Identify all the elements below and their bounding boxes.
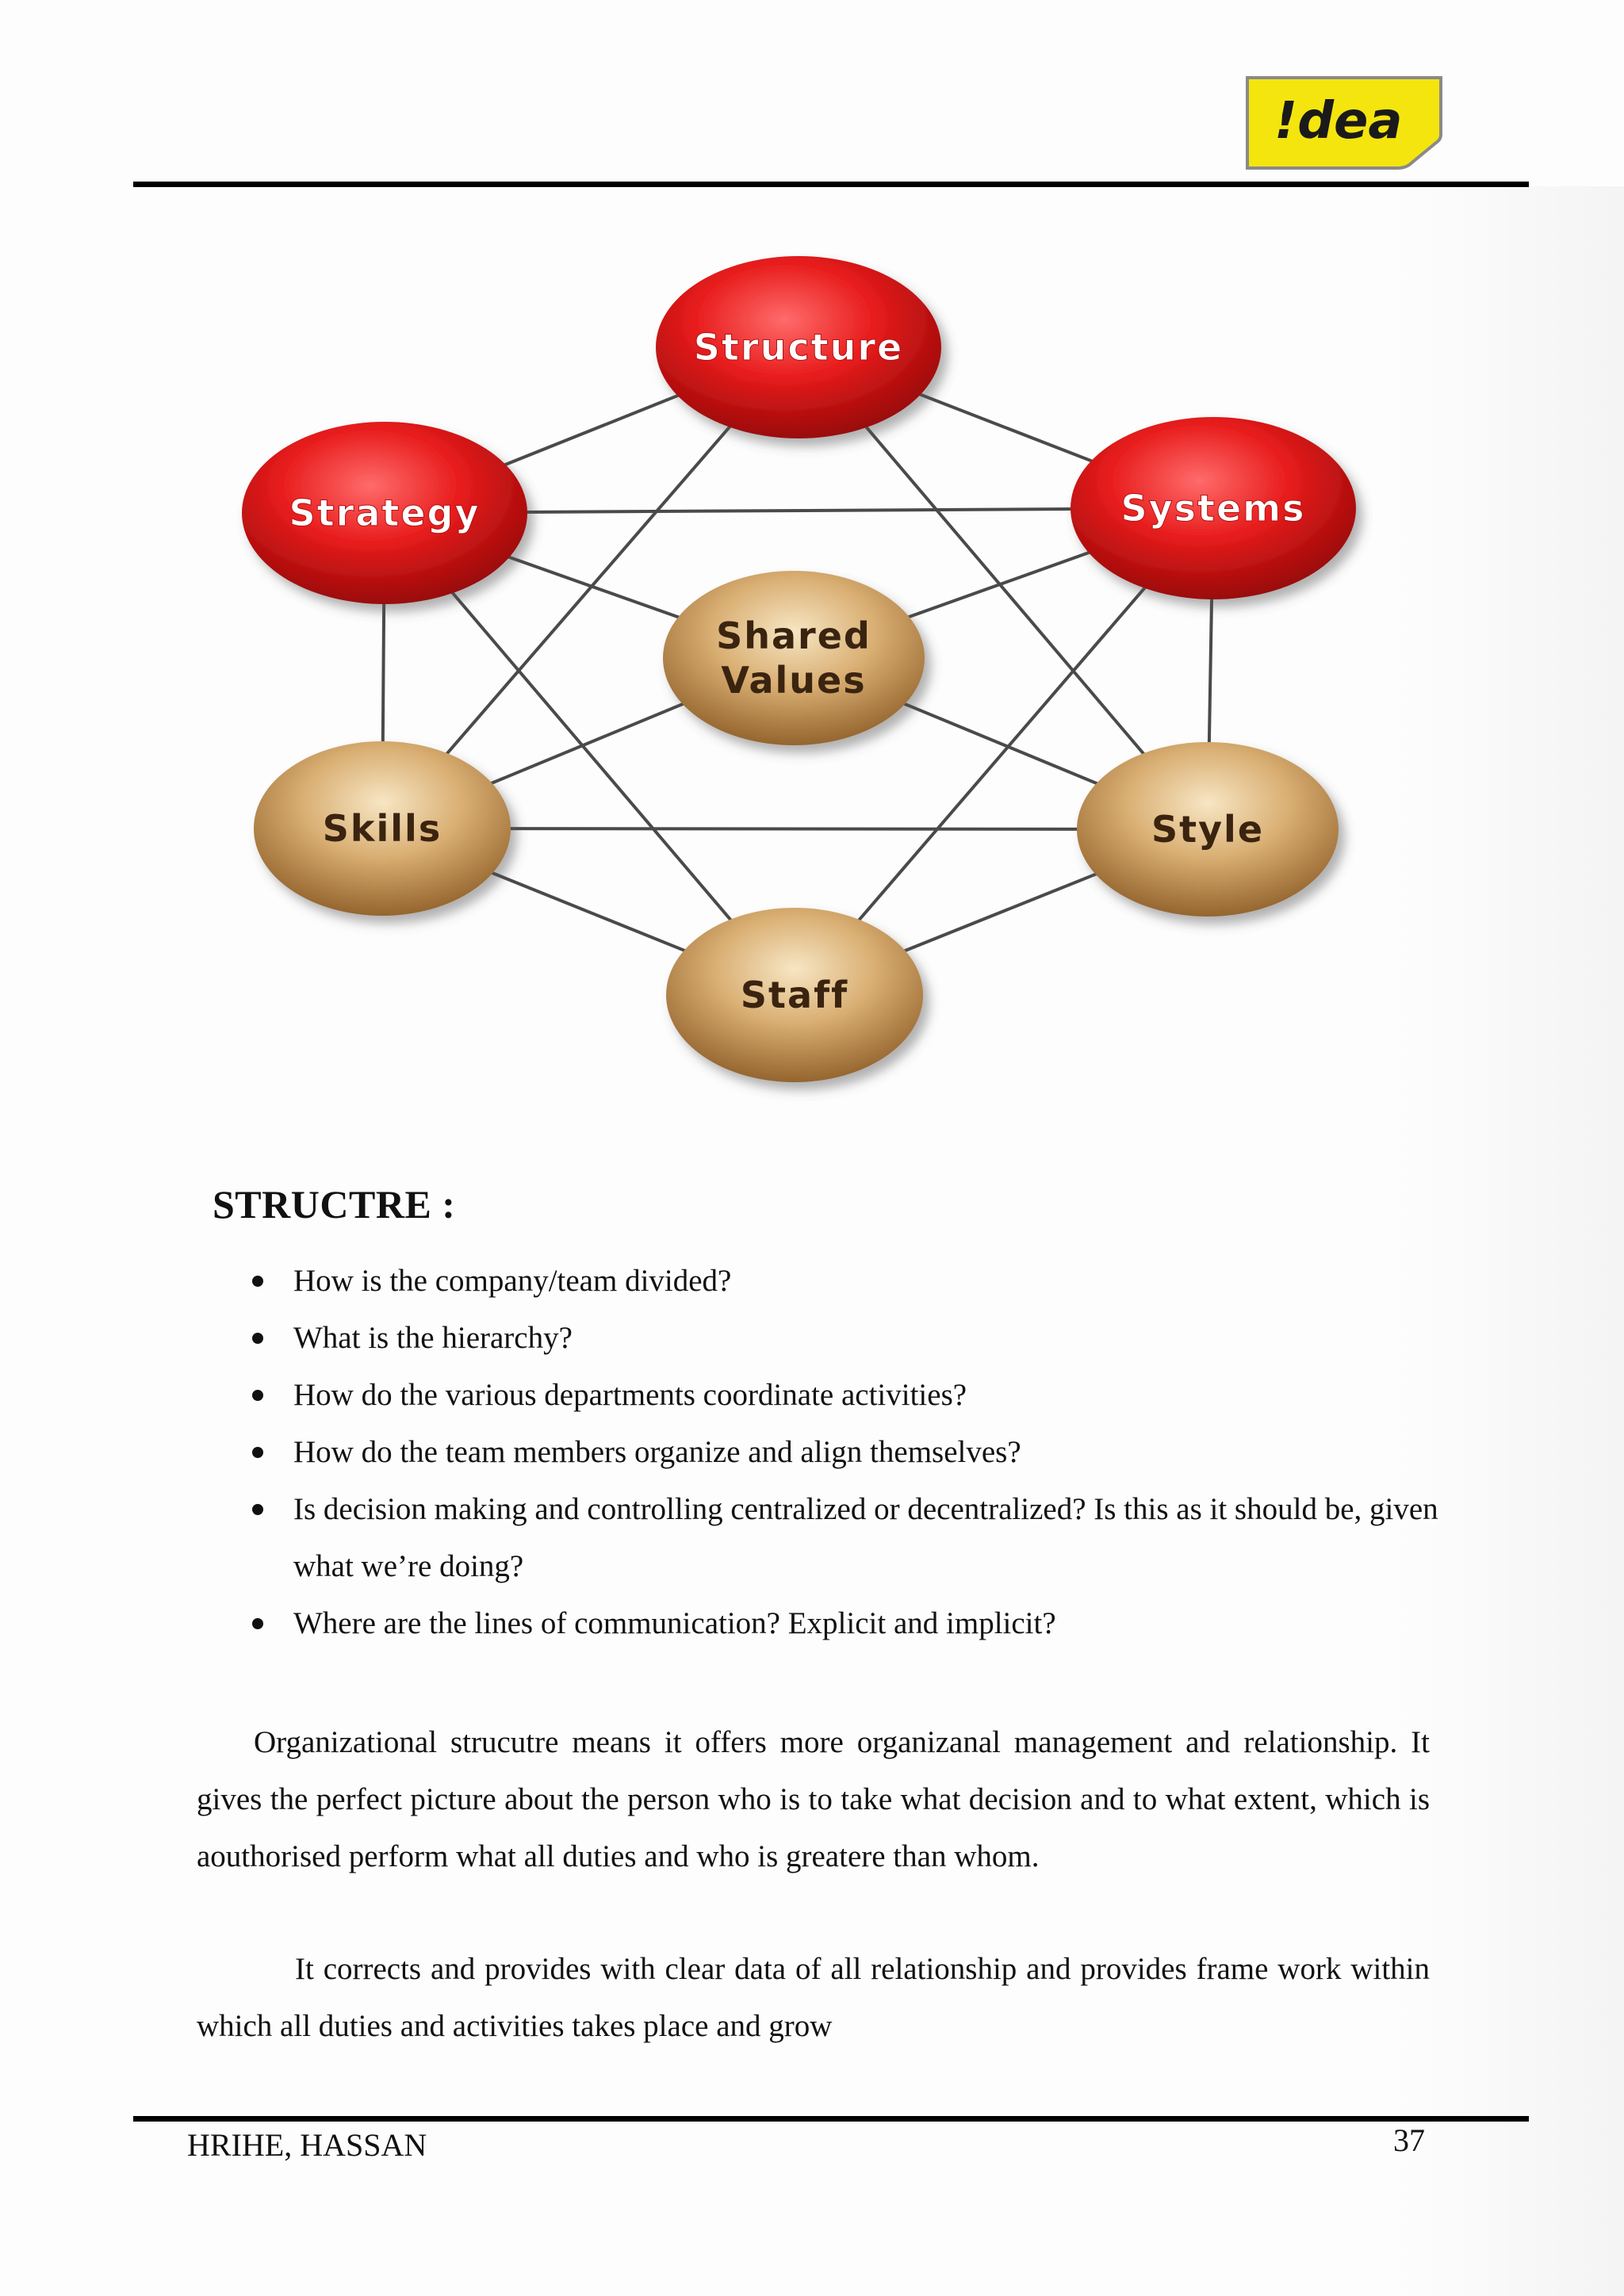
node-label: Staff xyxy=(741,974,848,1016)
page-shadow xyxy=(1396,186,1624,2296)
connector-strategy-staff xyxy=(383,511,796,997)
node-style: Style xyxy=(1077,742,1339,916)
node-circle xyxy=(1071,417,1356,599)
connector-structure-skills xyxy=(381,346,800,830)
connector-structure-style xyxy=(797,346,1209,831)
connector-systems-staff xyxy=(793,507,1215,997)
node-systems: Systems xyxy=(1071,417,1356,599)
node-circle xyxy=(242,422,527,604)
bullet-list: How is the company/team divided? What is… xyxy=(250,1253,1439,1652)
bullet-item: How do the various departments coordinat… xyxy=(250,1367,1439,1424)
bullet-text: How do the team members organize and ali… xyxy=(293,1435,1021,1469)
bullet-dot xyxy=(252,1276,263,1287)
footer-author: HRIHE, HASSAN xyxy=(187,2127,427,2163)
bullet-text: Is decision making and controlling centr… xyxy=(293,1492,1438,1583)
node-circle xyxy=(254,741,511,916)
bullet-dot xyxy=(252,1504,263,1515)
bullet-item: How is the company/team divided? xyxy=(250,1253,1439,1310)
idea-logo: !dea xyxy=(1246,76,1442,170)
node-circle xyxy=(1077,742,1339,916)
logo-badge xyxy=(1246,76,1442,170)
header-rule xyxy=(133,182,1529,187)
bullet-item: What is the hierarchy? xyxy=(250,1310,1439,1367)
connector-skills-style xyxy=(381,827,1208,831)
paragraph-organizational-structure: Organizational strucutre means it offers… xyxy=(197,1725,1430,1873)
node-circle xyxy=(656,256,941,438)
bullet-item: Is decision making and controlling centr… xyxy=(250,1481,1439,1595)
bullet-text: How is the company/team divided? xyxy=(293,1264,732,1298)
node-label: Skills xyxy=(323,807,442,850)
node-structure: Structure xyxy=(656,256,941,438)
bullet-item: How do the team members organize and ali… xyxy=(250,1424,1439,1481)
bullet-dot xyxy=(252,1447,263,1458)
section-heading: STRUCTRE : xyxy=(213,1182,456,1226)
node-staff: Staff xyxy=(666,908,923,1082)
node-skills: Skills xyxy=(254,741,511,916)
node-label: Shared xyxy=(716,614,871,657)
node-label: Structure xyxy=(694,326,903,369)
node-strategy: Strategy xyxy=(242,422,527,604)
paragraph-corrects-relationship: It corrects and provides with clear data… xyxy=(197,1952,1430,2043)
bullet-item: Where are the lines of communication? Ex… xyxy=(250,1595,1439,1652)
node-circle xyxy=(666,908,923,1082)
footer-rule xyxy=(133,2116,1529,2122)
node-label: Strategy xyxy=(289,492,481,534)
bullet-dot xyxy=(252,1618,263,1629)
logo-text: !dea xyxy=(1274,92,1403,151)
page-number: 37 xyxy=(1393,2122,1425,2158)
bullet-text: How do the various departments coordinat… xyxy=(293,1378,967,1412)
bullet-dot xyxy=(252,1333,263,1344)
node-label: Systems xyxy=(1121,487,1306,530)
node-label: Values xyxy=(721,659,866,702)
bullet-text: What is the hierarchy? xyxy=(293,1321,573,1355)
bullet-text: Where are the lines of communication? Ex… xyxy=(293,1606,1056,1640)
bullet-dot xyxy=(252,1390,263,1401)
node-circle xyxy=(663,571,925,745)
node-label: Style xyxy=(1151,808,1264,851)
